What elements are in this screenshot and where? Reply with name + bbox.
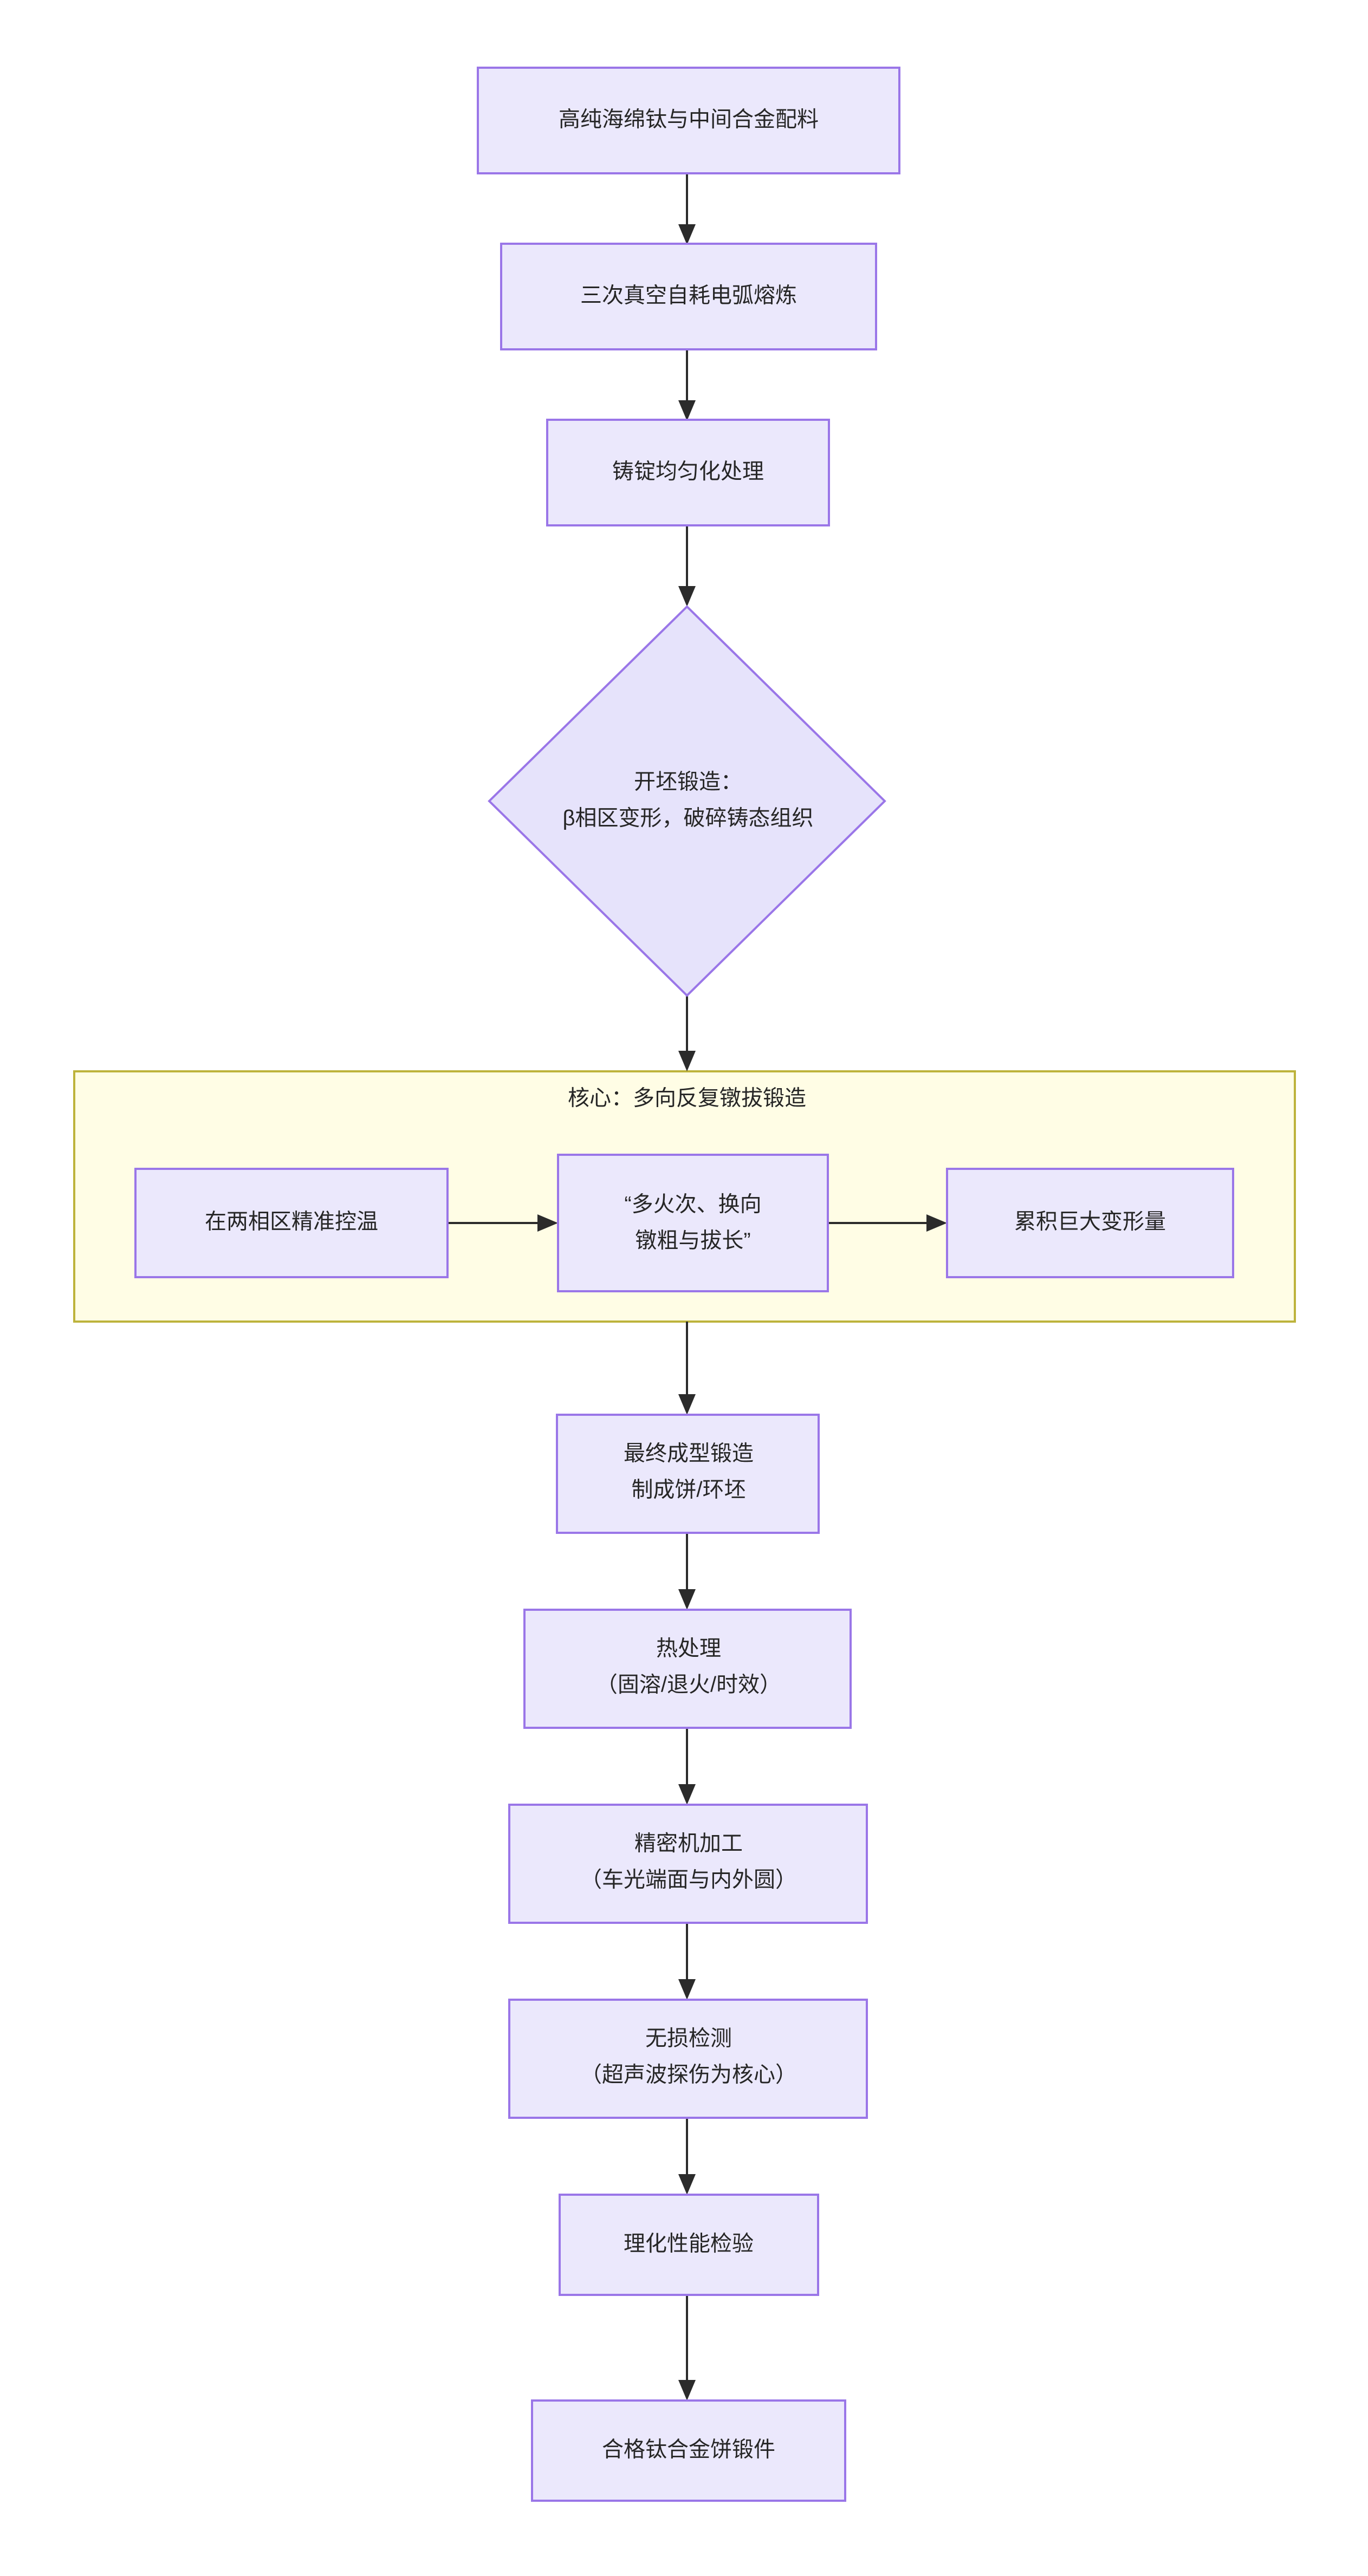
node-diamond[interactable] xyxy=(488,605,886,997)
node-label-line1: 最终成型锻造 xyxy=(624,1442,754,1466)
node-rect[interactable] xyxy=(546,419,830,526)
node-ingot-homogenization[interactable]: 铸锭均匀化处理 xyxy=(546,419,830,526)
node-rect[interactable] xyxy=(523,1609,852,1729)
node-final-forming-forging[interactable]: 最终成型锻造 制成饼/环坯 xyxy=(556,1414,820,1534)
node-label-line2: β相区变形，破碎铸态组织 xyxy=(562,806,813,830)
node-vacuum-arc-melting[interactable]: 三次真空自耗电弧熔炼 xyxy=(500,243,877,350)
node-label-line1: 热处理 xyxy=(656,1637,721,1661)
node-nondestructive-testing[interactable]: 无损检测 （超声波探伤为核心） xyxy=(508,1999,868,2119)
node-rect[interactable] xyxy=(508,1804,868,1924)
node-label: 累积巨大变形量 xyxy=(1014,1210,1166,1234)
node-label-line1: 精密机加工 xyxy=(634,1832,743,1856)
node-cogging-forging[interactable]: 开坯锻造： β相区变形，破碎铸态组织 xyxy=(488,605,886,997)
node-label-line2: （固溶/退火/时效） xyxy=(596,1673,781,1697)
node-rect[interactable] xyxy=(557,1154,829,1292)
edge-n12-n13 xyxy=(678,2280,696,2401)
node-rect[interactable] xyxy=(477,67,900,174)
node-rect[interactable] xyxy=(508,1999,868,2119)
node-label-line2: 镦粗与拔长” xyxy=(635,1229,750,1253)
edge-n3-n4 xyxy=(678,525,696,607)
edge-n8-n9 xyxy=(678,1533,696,1610)
node-qualified-forging[interactable]: 合格钛合金饼锻件 xyxy=(531,2399,846,2502)
node-label-line1: 无损检测 xyxy=(645,2027,732,2051)
edge-n4-cluster xyxy=(678,996,696,1071)
edge-n2-n3 xyxy=(678,349,696,421)
node-rect[interactable] xyxy=(556,1414,820,1534)
node-multi-heat-upset-draw[interactable]: “多火次、换向 镦粗与拔长” xyxy=(557,1154,829,1292)
node-label: 理化性能检验 xyxy=(624,2232,754,2256)
cluster-title: 核心：多向反复镦拔锻造 xyxy=(568,1087,806,1110)
node-two-phase-temperature-control[interactable]: 在两相区精准控温 xyxy=(134,1168,449,1278)
node-label: 在两相区精准控温 xyxy=(205,1210,378,1234)
node-rect[interactable] xyxy=(531,2399,846,2502)
node-heat-treatment[interactable]: 热处理 （固溶/退火/时效） xyxy=(523,1609,852,1729)
node-raw-material[interactable]: 高纯海绵钛与中间合金配料 xyxy=(477,67,900,174)
edge-n5-n6 xyxy=(448,1214,558,1232)
node-label: 铸锭均匀化处理 xyxy=(612,460,764,484)
node-rect[interactable] xyxy=(500,243,877,350)
node-accumulated-deformation[interactable]: 累积巨大变形量 xyxy=(946,1168,1234,1278)
node-label-line1: “多火次、换向 xyxy=(624,1193,761,1217)
node-rect[interactable] xyxy=(559,2194,819,2296)
node-rect[interactable] xyxy=(946,1168,1234,1278)
node-label: 三次真空自耗电弧熔炼 xyxy=(580,284,797,308)
edge-n1-n2 xyxy=(678,173,696,245)
node-precision-machining[interactable]: 精密机加工 （车光端面与内外圆） xyxy=(508,1804,868,1924)
edge-n6-n7 xyxy=(828,1214,947,1232)
node-label-line2: （超声波探伤为核心） xyxy=(580,2063,797,2087)
edge-cluster-n8 xyxy=(678,1322,696,1415)
node-physical-chemical-inspection[interactable]: 理化性能检验 xyxy=(559,2194,819,2296)
node-label: 合格钛合金饼锻件 xyxy=(602,2438,775,2462)
node-label-line2: （车光端面与内外圆） xyxy=(580,1868,797,1892)
node-label: 高纯海绵钛与中间合金配料 xyxy=(559,108,819,132)
node-label-line2: 制成饼/环坯 xyxy=(631,1478,745,1502)
node-rect[interactable] xyxy=(134,1168,449,1278)
node-label-line1: 开坯锻造： xyxy=(634,770,742,794)
